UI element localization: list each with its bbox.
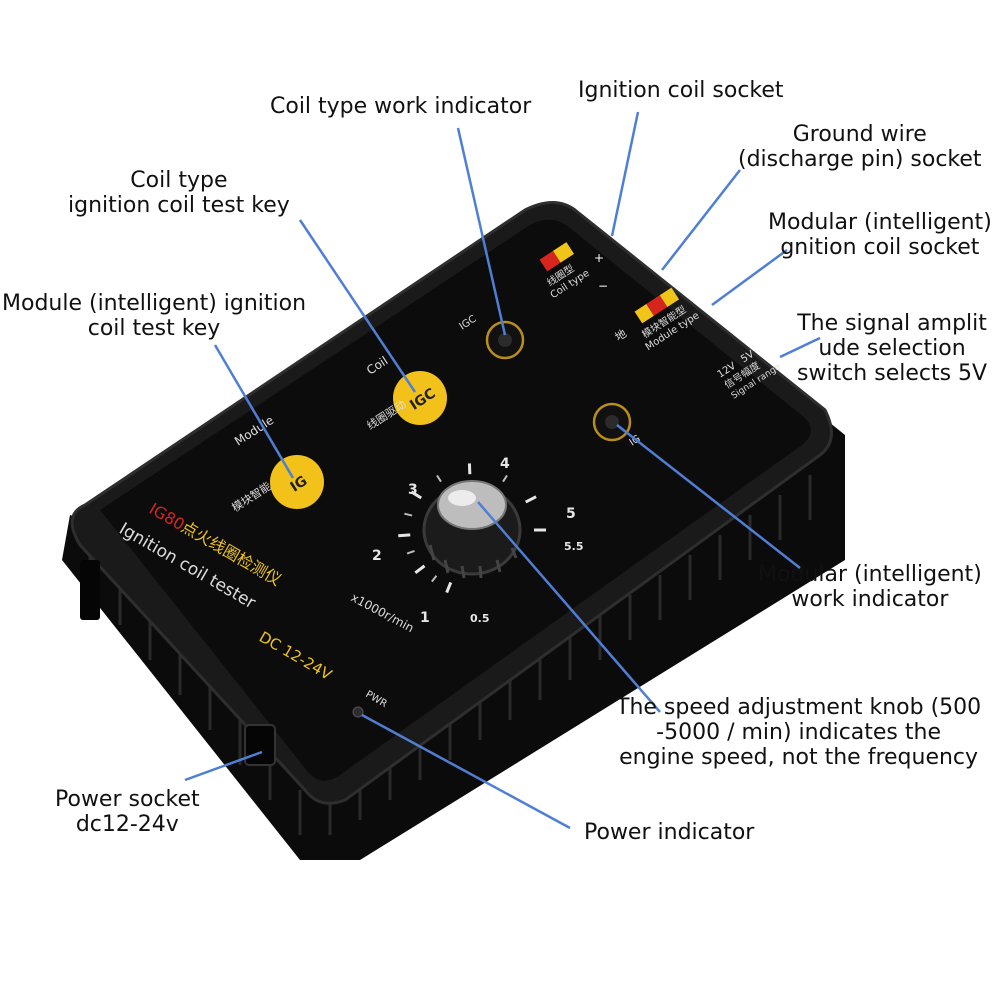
module-type-yellow-badge-2 bbox=[659, 287, 680, 308]
igc-test-key[interactable] bbox=[393, 371, 447, 425]
callout-ground-socket: Ground wire (discharge pin) socket bbox=[738, 122, 982, 172]
dial-tick-mark bbox=[410, 490, 423, 500]
coil-socket-minus: − bbox=[598, 279, 608, 293]
dial-minor-tick bbox=[404, 512, 413, 517]
power-socket-opening bbox=[244, 724, 276, 766]
dial-tick-label: 0.5 bbox=[470, 612, 490, 625]
callout-line: work indicator bbox=[791, 587, 949, 612]
callout-coil-key: Coil type ignition coil test key bbox=[68, 168, 290, 218]
dial-tick-label: 1 bbox=[420, 610, 430, 626]
dial-tick-mark bbox=[525, 495, 537, 504]
speed-knob-grip[interactable] bbox=[428, 544, 518, 579]
dial-tick-label: 5 bbox=[566, 506, 576, 522]
callout-coil-indicator: Coil type work indicator bbox=[270, 94, 531, 119]
dial-tick-label: 3 bbox=[408, 482, 418, 498]
callout-line: Modular (intelligent) bbox=[768, 210, 992, 235]
callout-line: ude selection bbox=[818, 336, 966, 361]
dial-ticks: 0.5 1 2 3 4 5 5.5 bbox=[372, 456, 584, 626]
callout-arrows bbox=[184, 111, 821, 830]
arrow-coil-key bbox=[298, 219, 417, 393]
modular-work-indicator-led bbox=[605, 415, 619, 429]
callout-line: engine speed, not the frequency bbox=[619, 745, 979, 770]
module-type-yellow-badge bbox=[634, 303, 654, 324]
coil-work-indicator-led bbox=[498, 333, 512, 347]
callout-line: (discharge pin) socket bbox=[738, 147, 982, 172]
dial-tick-label: 5.5 bbox=[564, 540, 584, 553]
dial-minor-tick bbox=[502, 474, 508, 483]
power-indicator-led bbox=[352, 706, 364, 718]
arrow-ground-socket bbox=[661, 169, 741, 271]
side-port-opening bbox=[80, 560, 100, 620]
arrow-modular-indicator bbox=[616, 424, 801, 569]
speed-knob-cap-highlight bbox=[448, 490, 476, 506]
callout-line: ignition coil test key bbox=[68, 193, 290, 218]
arrow-power-socket bbox=[184, 750, 263, 782]
callout-modular-socket: Modular (intelligent) gnition coil socke… bbox=[768, 210, 992, 260]
coil-type-yellow-badge bbox=[552, 242, 575, 263]
callout-line: Ground wire bbox=[792, 122, 927, 147]
callout-line: gnition coil socket bbox=[780, 235, 980, 260]
coil-type-red-badge bbox=[539, 250, 561, 272]
coil-socket-plus: + bbox=[594, 251, 604, 265]
arrow-modular-socket bbox=[711, 248, 788, 307]
arrow-power-indicator bbox=[361, 713, 571, 830]
ig-test-key-label: IG bbox=[288, 473, 311, 496]
callout-modular-indicator: Modular (intelligent) work indicator bbox=[758, 562, 982, 612]
callout-line: Coil type bbox=[130, 168, 228, 193]
dial-tick-mark bbox=[398, 533, 411, 538]
callout-line: Modular (intelligent) bbox=[758, 562, 982, 587]
arrow-signal-switch bbox=[779, 336, 821, 359]
callout-line: Power socket bbox=[55, 787, 200, 812]
callout-speed-knob: The speed adjustment knob (500 -5000 / m… bbox=[616, 695, 981, 770]
callout-power-indicator: Power indicator bbox=[584, 820, 754, 845]
callout-module-key: Module (intelligent) ignition coil test … bbox=[2, 291, 306, 341]
arrow-coil-socket bbox=[610, 111, 640, 237]
ig-test-key[interactable] bbox=[270, 455, 324, 509]
module-type-red-badge bbox=[646, 295, 668, 316]
dial-tick-mark bbox=[445, 581, 453, 594]
callout-signal-switch: The signal amplit ude selection switch s… bbox=[797, 311, 987, 386]
arrow-module-key bbox=[213, 344, 295, 479]
dial-minor-tick bbox=[431, 575, 438, 583]
callout-line: The signal amplit bbox=[797, 311, 987, 336]
callout-line: Coil type work indicator bbox=[270, 94, 532, 119]
case-ribs bbox=[88, 475, 812, 835]
arrow-speed-knob bbox=[477, 501, 661, 713]
dial-tick-label: 2 bbox=[372, 548, 382, 564]
callout-coil-socket: Ignition coil socket bbox=[578, 78, 784, 103]
callout-power-socket: Power socket dc12-24v bbox=[55, 787, 200, 837]
callout-line: coil test key bbox=[87, 316, 221, 341]
callout-line: switch selects 5V bbox=[797, 361, 988, 386]
dial-minor-tick bbox=[406, 549, 415, 555]
callout-line: -5000 / min) indicates the bbox=[656, 720, 941, 745]
callout-line: The speed adjustment knob (500 bbox=[616, 695, 982, 720]
callout-line: Power indicator bbox=[584, 820, 755, 845]
arrow-coil-indicator bbox=[456, 127, 507, 336]
dial-tick-mark bbox=[414, 564, 426, 575]
callout-line: dc12-24v bbox=[75, 812, 179, 837]
callout-line: Ignition coil socket bbox=[578, 78, 784, 103]
dial-tick-label: 4 bbox=[500, 456, 510, 472]
callout-line: Module (intelligent) ignition bbox=[2, 291, 307, 316]
dial-minor-tick bbox=[436, 474, 442, 483]
